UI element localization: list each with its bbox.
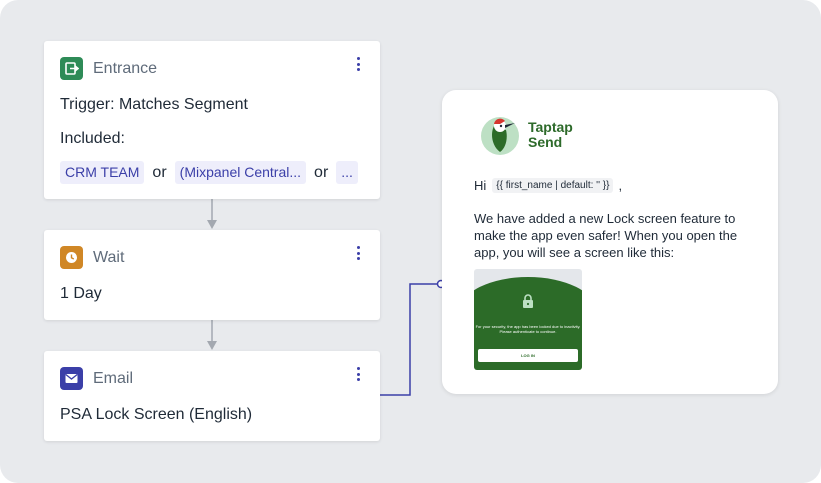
entrance-icon xyxy=(60,57,83,80)
clock-icon xyxy=(60,246,83,269)
kebab-menu-icon[interactable] xyxy=(354,367,362,381)
email-body-text: We have added a new Lock screen feature … xyxy=(474,211,738,260)
merge-tag: {{ first_name | default: '' }} xyxy=(492,178,614,193)
included-label: Included: xyxy=(60,130,125,147)
segment-list: CRM TEAM or (Mixpanel Central... or ... xyxy=(60,161,358,184)
wait-node[interactable]: Wait 1 Day xyxy=(44,230,380,320)
arrow-down-icon xyxy=(207,341,217,350)
entrance-header: Entrance xyxy=(60,57,157,80)
segment-chip[interactable]: (Mixpanel Central... xyxy=(174,161,307,184)
more-segments-chip[interactable]: ... xyxy=(336,161,358,184)
or-separator: or xyxy=(314,163,329,181)
wait-title: Wait xyxy=(93,248,125,266)
preview-connector xyxy=(380,283,441,396)
envelope-icon xyxy=(60,367,83,390)
or-separator: or xyxy=(152,163,167,181)
brand-name-line1: Taptap xyxy=(528,119,573,135)
wait-header: Wait xyxy=(60,246,124,269)
email-node[interactable]: Email PSA Lock Screen (English) xyxy=(44,351,380,441)
segment-chip[interactable]: CRM TEAM xyxy=(60,161,145,184)
kebab-menu-icon[interactable] xyxy=(354,57,362,71)
brand-name-line2: Send xyxy=(528,134,563,150)
lock-screen-image: For your security, the app has been lock… xyxy=(474,269,582,370)
login-button: LOG IN xyxy=(478,349,578,362)
email-preview-card: Taptap Send Hi {{ first_name | default: … xyxy=(442,90,778,394)
arrow-down-icon xyxy=(207,220,217,229)
entrance-node[interactable]: Entrance Trigger: Matches Segment Includ… xyxy=(44,41,380,199)
email-title: Email xyxy=(93,369,134,387)
greeting-line: Hi {{ first_name | default: '' }} , xyxy=(474,178,622,193)
wait-duration: 1 Day xyxy=(60,285,102,302)
trigger-text: Trigger: Matches Segment xyxy=(60,96,248,113)
kebab-menu-icon[interactable] xyxy=(354,246,362,260)
brand-logo: Taptap Send xyxy=(480,112,573,158)
greeting-punctuation: , xyxy=(618,178,623,193)
email-header: Email xyxy=(60,367,133,390)
woodpecker-logo-icon xyxy=(481,117,519,155)
greeting-text: Hi xyxy=(474,178,487,193)
entrance-title: Entrance xyxy=(93,59,158,77)
lock-screen-message: For your security, the app has been lock… xyxy=(475,324,581,334)
lock-icon xyxy=(523,294,533,308)
email-name: PSA Lock Screen (English) xyxy=(60,406,253,423)
